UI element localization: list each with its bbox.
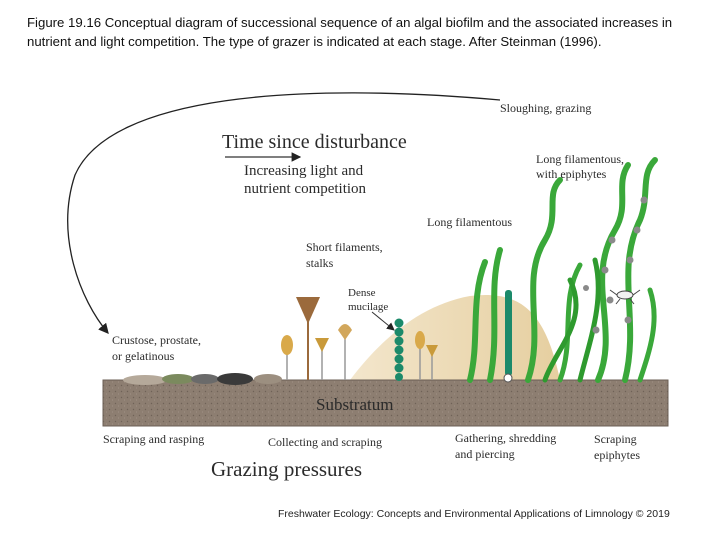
dense-mucilage-label-line1: Dense <box>348 287 376 299</box>
dense-mucilage-label-line2: mucilage <box>348 301 388 313</box>
epiphyte-dots <box>583 197 648 334</box>
grazing-pressures-title: Grazing pressures <box>211 457 362 481</box>
substratum-label: Substratum <box>316 395 393 414</box>
competition-label-line1: Increasing light and <box>244 163 364 179</box>
short-filaments-label-line1: Short filaments, <box>306 240 383 254</box>
grazer-gathering-label-line1: Gathering, shredding <box>455 431 556 445</box>
copyright-footer: Freshwater Ecology: Concepts and Environ… <box>278 508 670 520</box>
dense-mucilage-pointer <box>372 312 394 330</box>
grazer-epiphytes-label-line2: epiphytes <box>594 448 640 462</box>
sloughing-label: Sloughing, grazing <box>500 101 591 115</box>
competition-label-line2: nutrient competition <box>244 181 367 197</box>
long-epiphytes-label-line1: Long filamentous, <box>536 152 624 166</box>
long-epiphytes-label-line2: with epiphytes <box>536 167 607 181</box>
insect-grazer-icon <box>610 290 640 304</box>
long-filamentous-label: Long filamentous <box>427 215 512 229</box>
grazer-epiphytes-label-line1: Scraping <box>594 432 637 446</box>
grazer-scraping-label: Scraping and rasping <box>103 432 204 446</box>
time-since-disturbance-title: Time since disturbance <box>222 131 407 153</box>
time-arc-arrow <box>68 93 500 333</box>
crustose-label-line2: or gelatinous <box>112 349 175 363</box>
grazer-gathering-label-line2: and piercing <box>455 447 515 461</box>
long-filamentous-epiphytes <box>580 160 655 380</box>
grazer-collecting-label: Collecting and scraping <box>268 435 382 449</box>
short-filaments-label-line2: stalks <box>306 256 334 270</box>
crustose-label-line1: Crustose, prostate, <box>112 333 201 347</box>
